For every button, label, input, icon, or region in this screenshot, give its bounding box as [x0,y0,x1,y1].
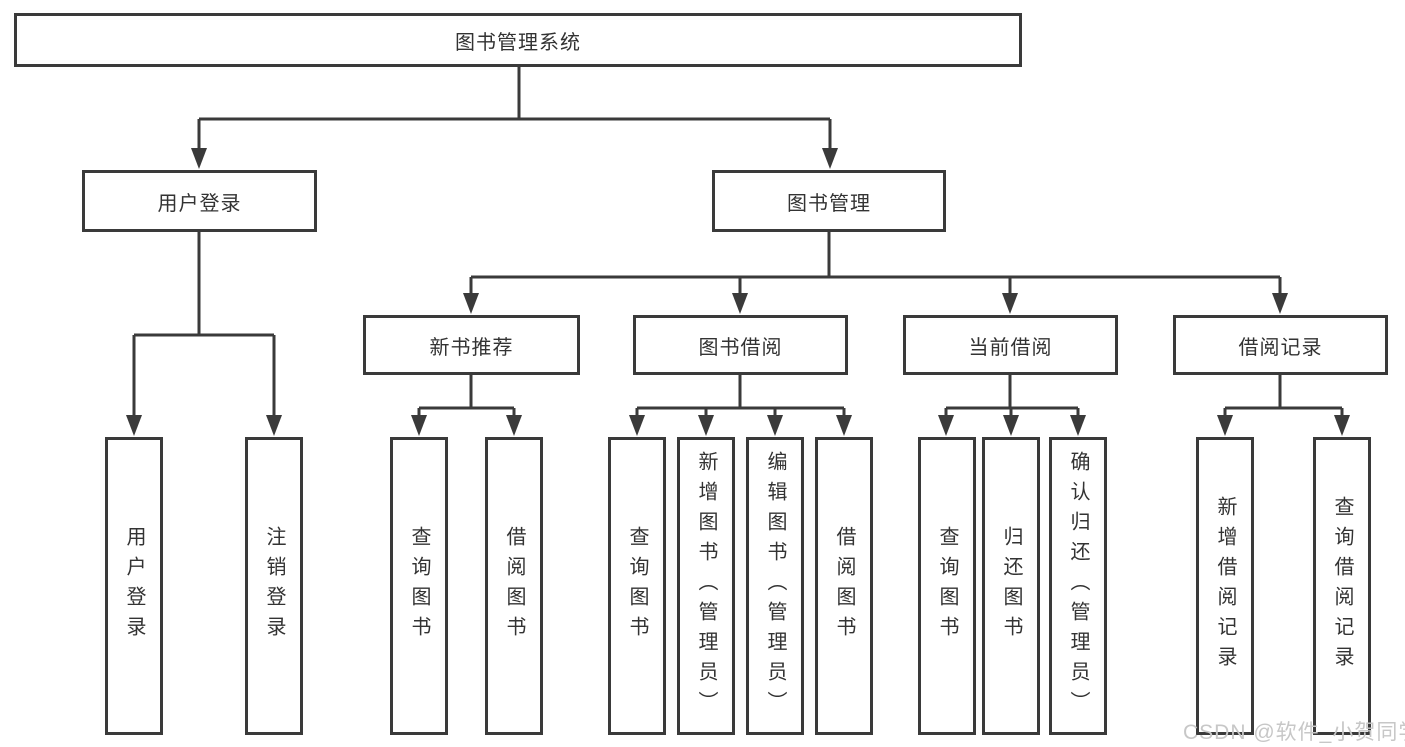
leaf-logout: 注销登录 [245,437,303,735]
node-book-borrowing: 图书借阅 [633,315,848,375]
arrowheads [126,148,1350,436]
node-current-borrowing: 当前借阅 [903,315,1118,375]
node-library-management-system: 图书管理系统 [14,13,1022,67]
leaf-query-books-borrowing: 查询图书 [608,437,666,735]
leaf-query-books-recommend: 查询图书 [390,437,448,735]
leaf-query-books-current: 查询图书 [918,437,976,735]
node-borrowing-records: 借阅记录 [1173,315,1388,375]
leaf-borrow-books-recommend: 借阅图书 [485,437,543,735]
leaf-confirm-return-admin: 确认归还（管理员） [1049,437,1107,735]
leaf-return-books: 归还图书 [982,437,1040,735]
leaf-query-borrow-record: 查询借阅记录 [1313,437,1371,735]
node-book-management-branch: 图书管理 [712,170,946,232]
leaf-edit-books-admin: 编辑图书（管理员） [746,437,804,735]
leaf-add-borrow-record: 新增借阅记录 [1196,437,1254,735]
node-new-book-recommendation: 新书推荐 [363,315,580,375]
csdn-watermark: CSDN @软件_小贺同学 [1183,721,1405,744]
node-user-login-branch: 用户登录 [82,170,317,232]
leaf-add-books-admin: 新增图书（管理员） [677,437,735,735]
leaf-borrow-books-borrowing: 借阅图书 [815,437,873,735]
leaf-user-login: 用户登录 [105,437,163,735]
